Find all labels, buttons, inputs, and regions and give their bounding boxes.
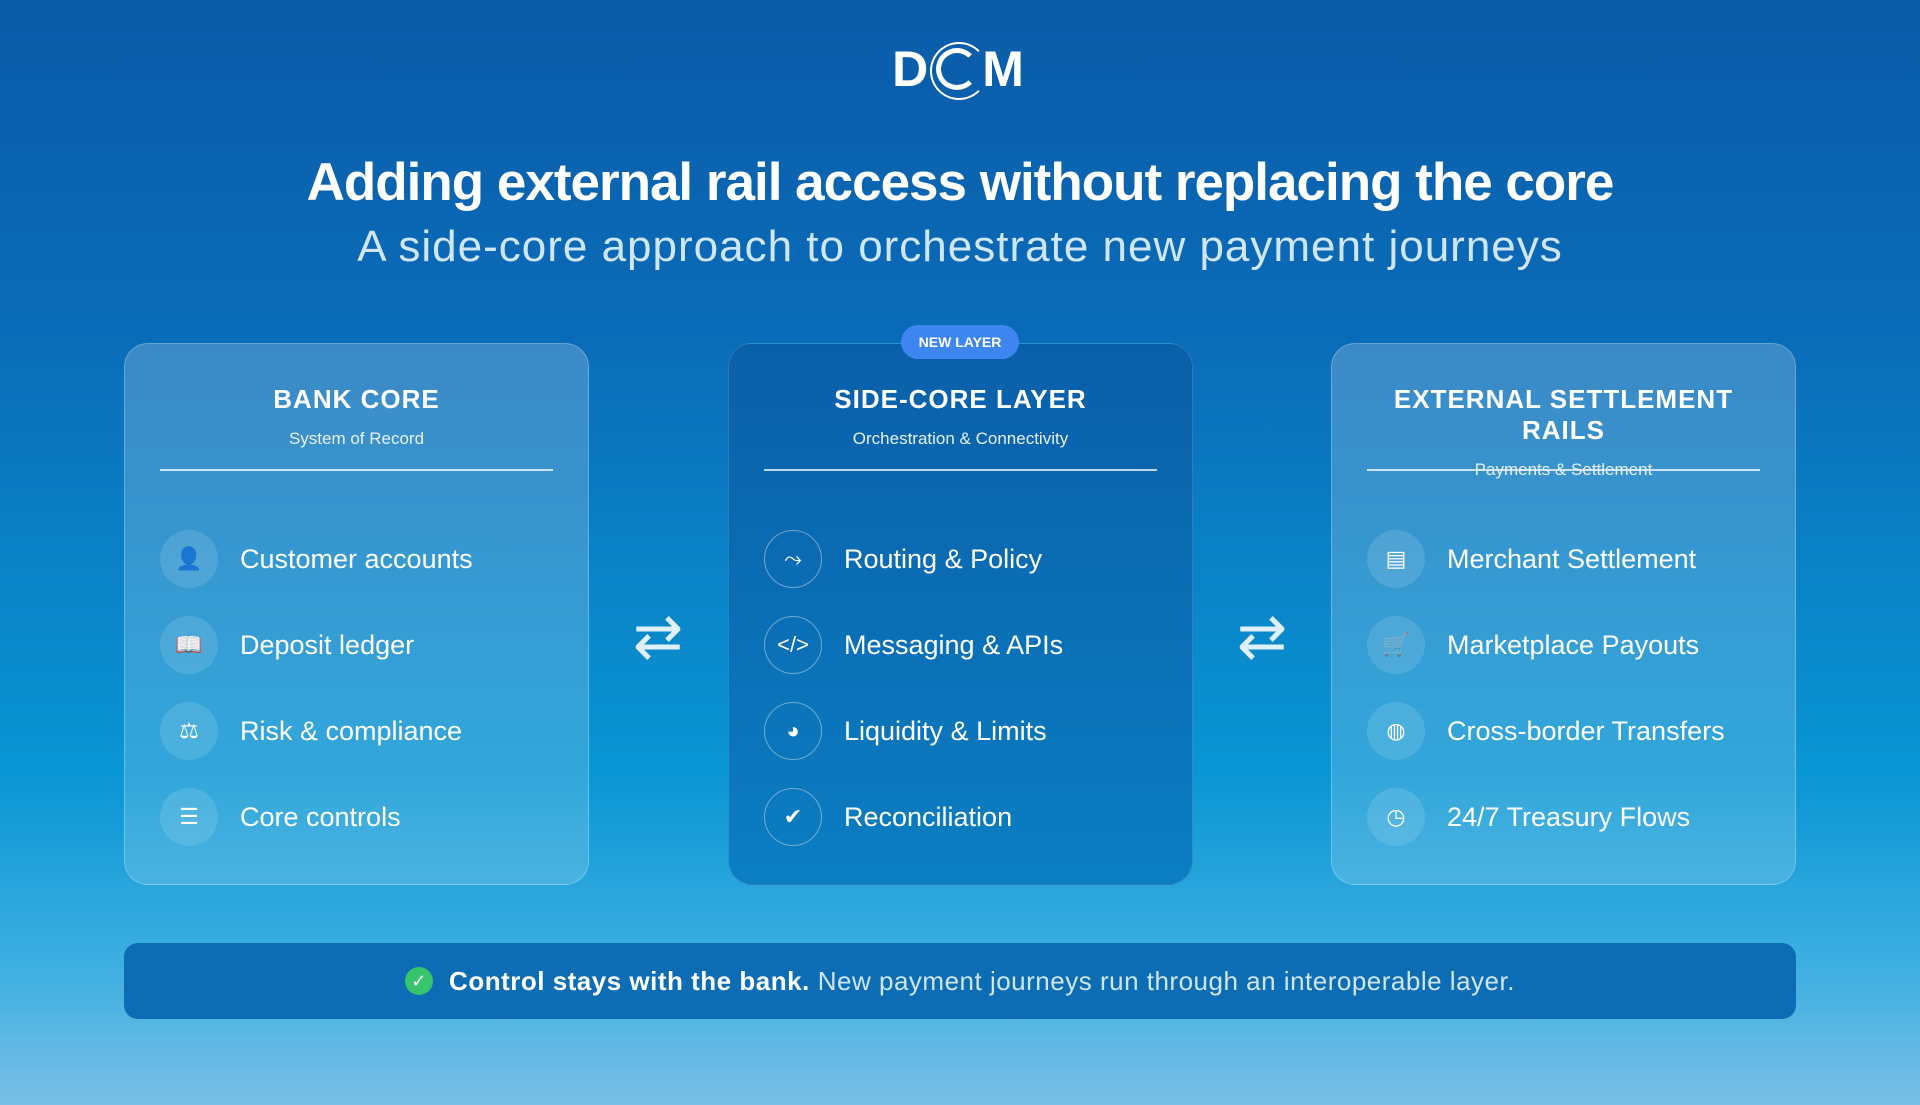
- pie-chart-icon: ◕: [764, 702, 822, 760]
- list-item: ☰ Core controls: [160, 774, 553, 860]
- card-subtitle: Orchestration & Connectivity: [852, 429, 1069, 448]
- footer-bold-text: Control stays with the bank.: [449, 965, 810, 996]
- list-item: ✔ Reconciliation: [764, 774, 1157, 860]
- list-item: ◕ Liquidity & Limits: [764, 688, 1157, 774]
- card-title: EXTERNAL SETTLEMENT RAILS: [1393, 384, 1734, 445]
- list-item-label: Core controls: [240, 801, 401, 832]
- list-item: ◍ Cross-border Transfers: [1367, 688, 1760, 774]
- list-item: 👤 Customer accounts: [160, 516, 553, 602]
- list-item-label: Cross-border Transfers: [1447, 715, 1725, 746]
- list-item: ▤ Merchant Settlement: [1367, 516, 1760, 602]
- cart-icon: 🛒: [1367, 616, 1425, 674]
- list-item-label: Routing & Policy: [844, 543, 1043, 574]
- card-title: BANK CORE: [273, 384, 440, 414]
- code-icon: </>: [764, 616, 822, 674]
- logo-c-mark: [930, 42, 989, 100]
- page-title: Adding external rail access without repl…: [306, 153, 1615, 212]
- scale-icon: ⚖: [160, 702, 218, 760]
- double-check-icon: ✔: [764, 788, 822, 846]
- card-subtitle: Payments & Settlement: [1474, 460, 1653, 479]
- list-item-label: Risk & compliance: [240, 715, 463, 746]
- side-core-layer-card: SIDE-CORE LAYER Orchestration & Connecti…: [728, 343, 1193, 885]
- list-item-label: Merchant Settlement: [1447, 543, 1697, 574]
- sliders-icon: ☰: [160, 788, 218, 846]
- list-item-label: Deposit ledger: [240, 629, 415, 660]
- user-shield-icon: 👤: [160, 530, 218, 588]
- clock-icon: ◷: [1367, 788, 1425, 846]
- card-title: SIDE-CORE LAYER: [834, 384, 1087, 414]
- list-item-label: 24/7 Treasury Flows: [1447, 801, 1691, 832]
- card-subtitle: System of Record: [288, 429, 425, 448]
- list-item: 🛒 Marketplace Payouts: [1367, 602, 1760, 688]
- footer-text: New payment journeys run through an inte…: [817, 965, 1515, 996]
- list-item: 📖 Deposit ledger: [160, 602, 553, 688]
- footer-banner: ✓ Control stays with the bank. New payme…: [124, 943, 1796, 1019]
- list-item-label: Marketplace Payouts: [1447, 629, 1700, 660]
- list-item: </> Messaging & APIs: [764, 602, 1157, 688]
- list-item-label: Messaging & APIs: [844, 629, 1064, 660]
- store-icon: ▤: [1367, 530, 1425, 588]
- list-item-label: Customer accounts: [240, 543, 473, 574]
- list-item-label: Liquidity & Limits: [844, 715, 1047, 746]
- exchange-arrows-icon: ⇄: [632, 603, 684, 670]
- list-item: ⤳ Routing & Policy: [764, 516, 1157, 602]
- page-subtitle: A side-core approach to orchestrate new …: [357, 222, 1563, 271]
- new-layer-badge: NEW LAYER: [901, 325, 1019, 359]
- list-item-label: Reconciliation: [844, 801, 1013, 832]
- check-circle-icon: ✓: [405, 967, 434, 995]
- list-item: ⚖ Risk & compliance: [160, 688, 553, 774]
- book-icon: 📖: [160, 616, 218, 674]
- external-settlement-rails-card: EXTERNAL SETTLEMENT RAILS Payments & Set…: [1331, 343, 1796, 885]
- route-icon: ⤳: [764, 530, 822, 588]
- globe-icon: ◍: [1367, 702, 1425, 760]
- list-item: ◷ 24/7 Treasury Flows: [1367, 774, 1760, 860]
- bank-core-card: BANK CORE System of Record 👤 Customer ac…: [124, 343, 589, 885]
- exchange-arrows-icon: ⇄: [1236, 603, 1288, 670]
